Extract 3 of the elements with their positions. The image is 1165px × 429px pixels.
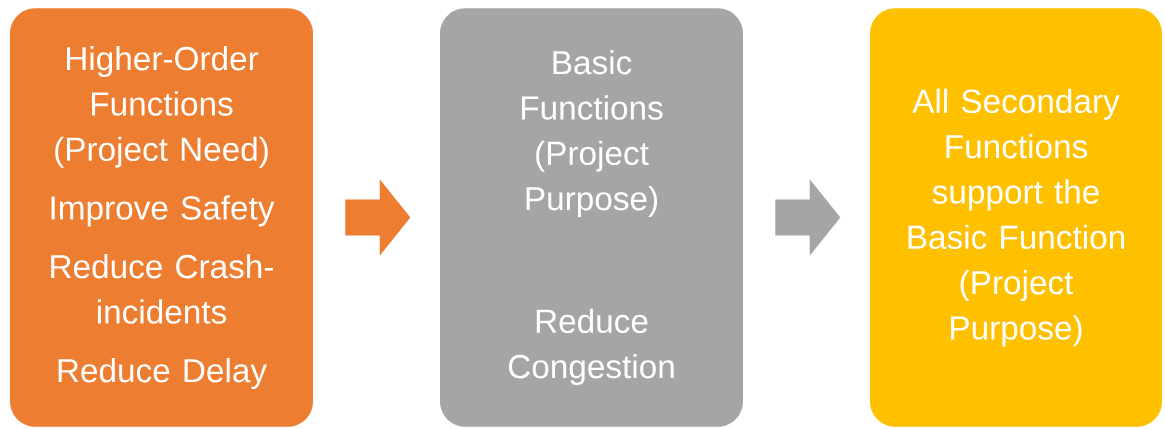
process-box: All Secondary Functions support the Basic Function (Project Purpose) — [870, 8, 1162, 427]
process-box: Basic Functions (Project Purpose) Reduce Congestion — [440, 8, 743, 427]
process-box: Higher-Order Functions (Project Need) Improve Safety Reduce Crash-incidents Reduce Delay — [10, 8, 313, 427]
